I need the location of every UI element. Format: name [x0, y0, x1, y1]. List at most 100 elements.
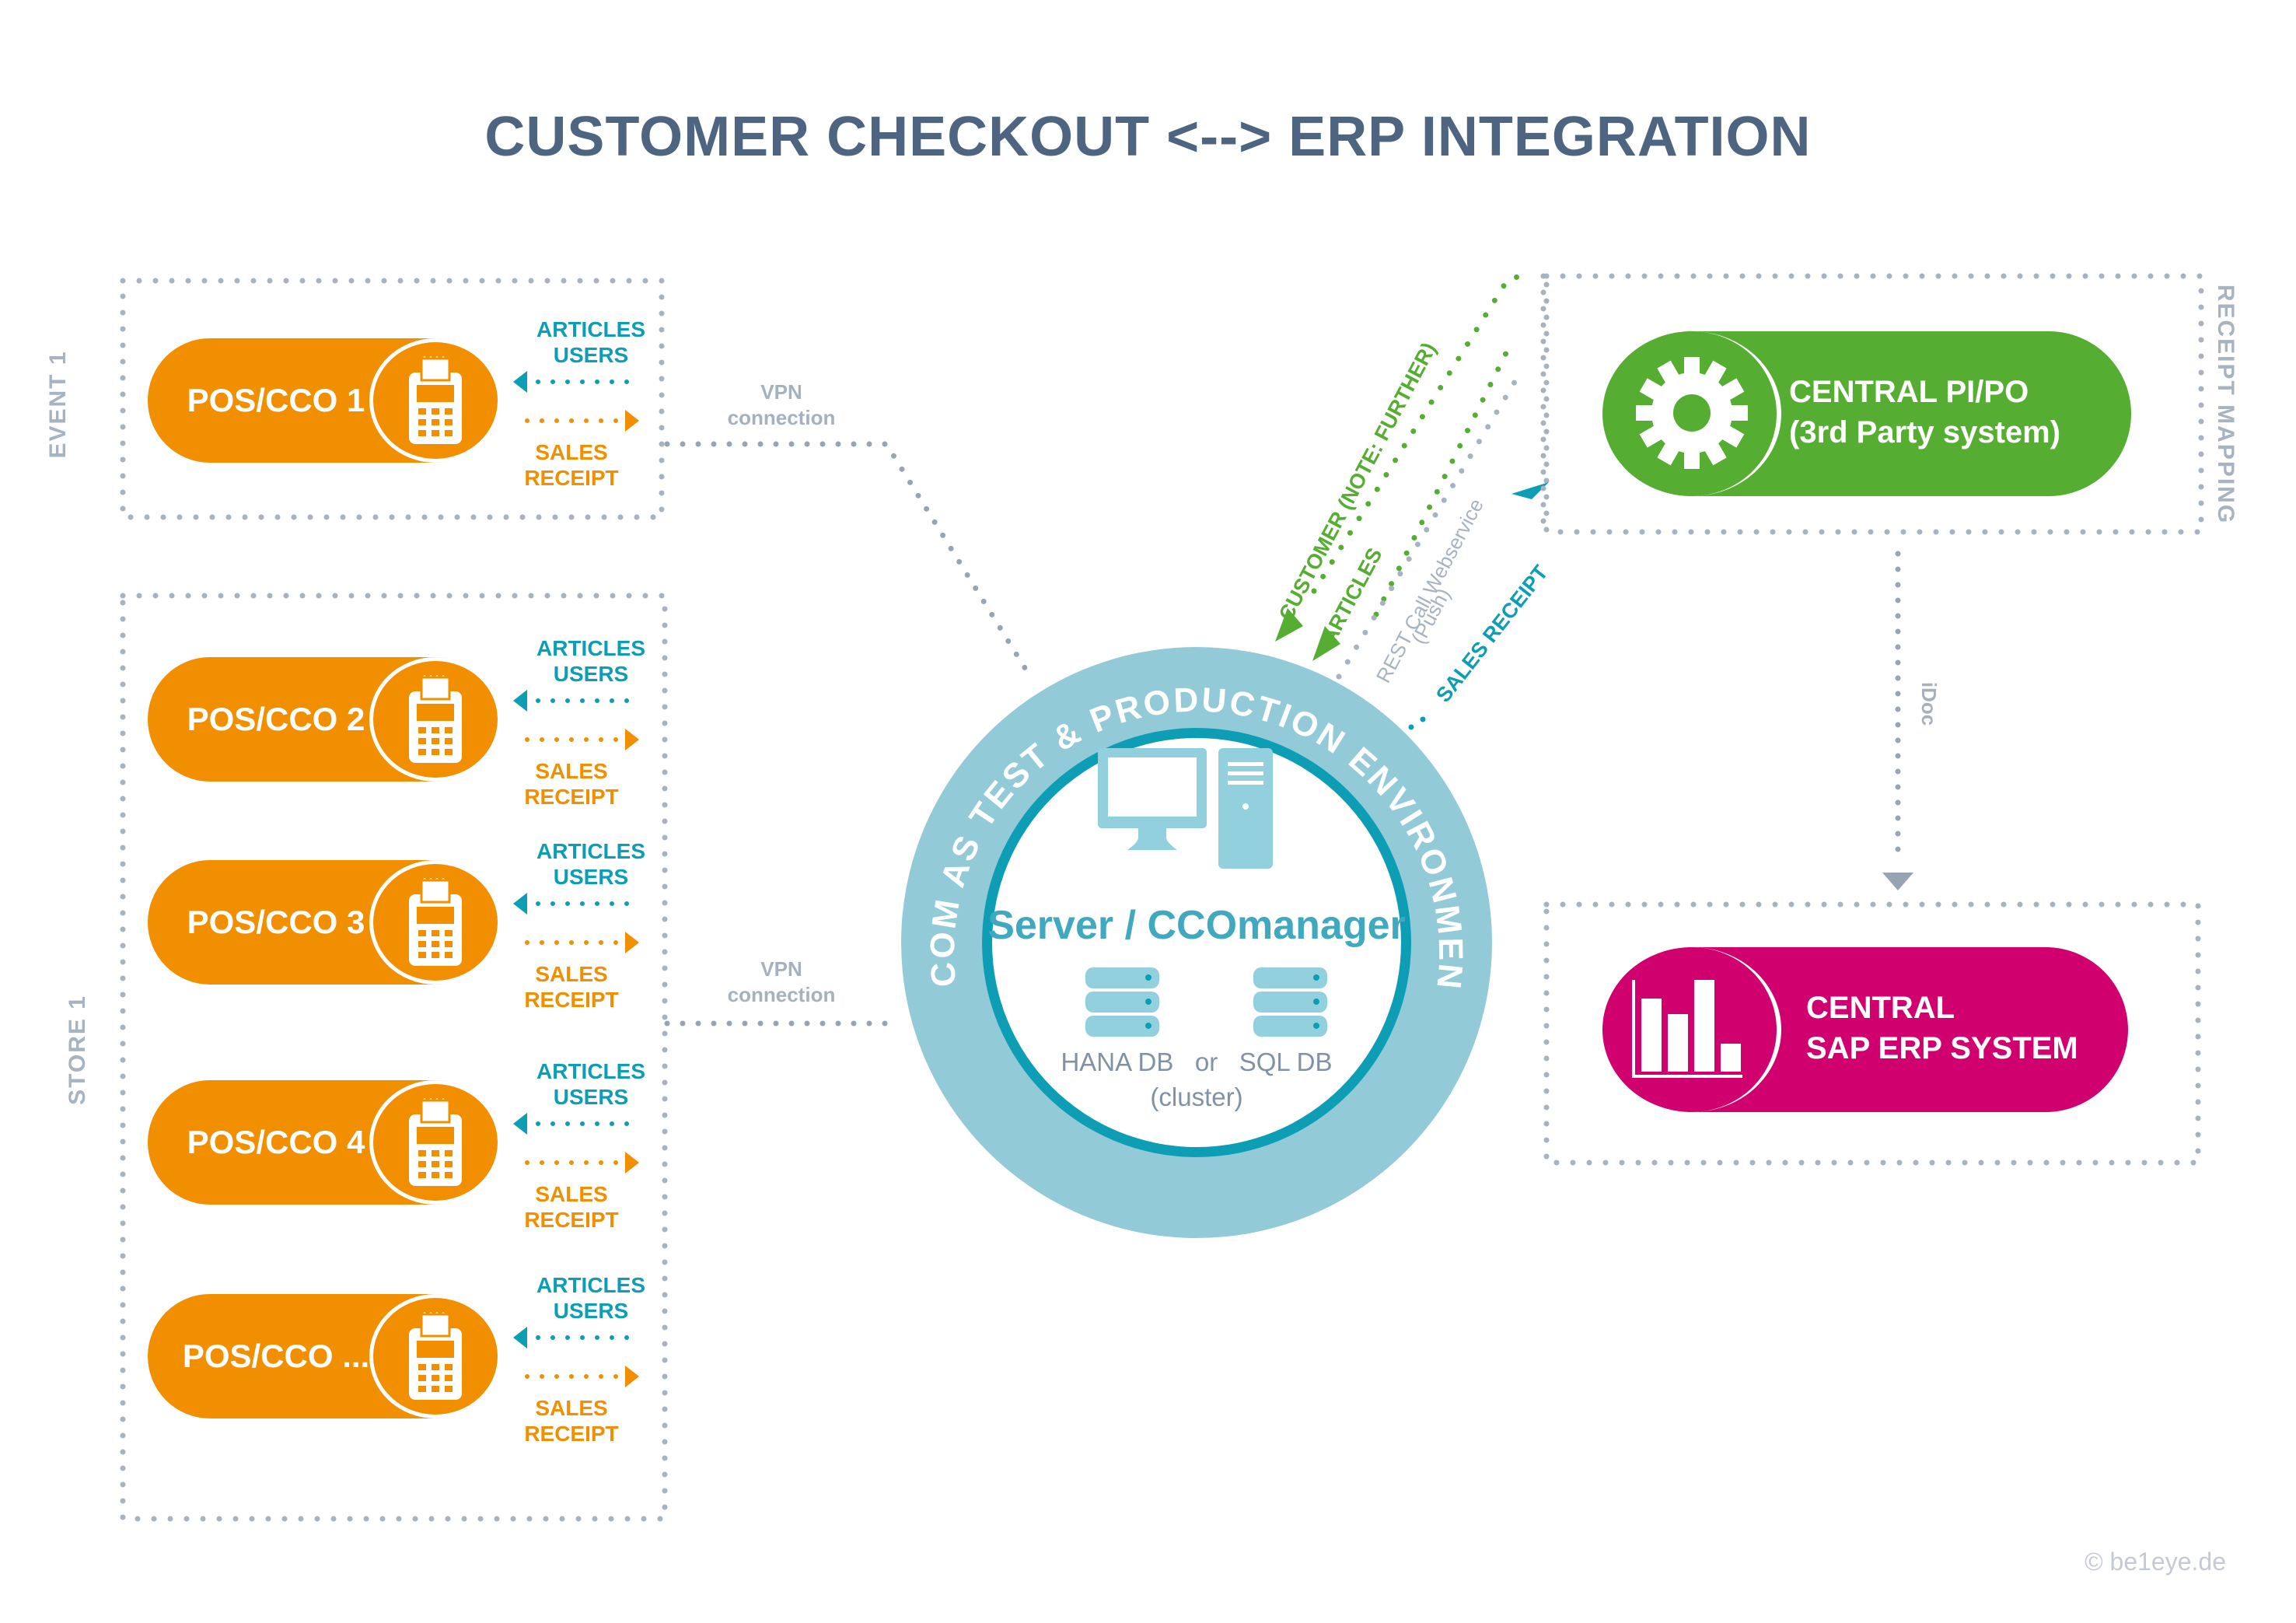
pos-disc	[369, 1294, 501, 1418]
inbound-flow-label-users: USERS	[553, 1085, 629, 1109]
inbound-flow-label: ARTICLES USERS	[525, 1058, 657, 1110]
vpn-bottom-label: VPN connection	[708, 957, 855, 1008]
hana-db-icon	[1085, 967, 1159, 1037]
pos-terminal-button[interactable]: POS/CCO 1	[148, 338, 501, 463]
pos-terminal-label: POS/CCO 2	[187, 701, 365, 737]
customer-arrow-icon	[1275, 608, 1303, 642]
pos-terminal-button[interactable]: POS/CCO 2	[148, 657, 501, 782]
inbound-flow-label: ARTICLES USERS	[525, 838, 657, 890]
server-title: Server / CCOmanager	[987, 903, 1406, 948]
store-group-label: STORE 1	[65, 995, 90, 1105]
idoc-arrow-icon	[1882, 873, 1913, 890]
outbound-flow-label-sales: SALES	[535, 1396, 608, 1420]
db-cluster-note: (cluster)	[1150, 1083, 1242, 1111]
central-pipo-node[interactable]: CENTRAL PI/PO (3rd Party system)	[1602, 331, 2131, 496]
vpn-top-label-line2: connection	[727, 406, 836, 429]
inbound-arrow-icon	[513, 1327, 527, 1348]
pos-terminal-label: POS/CCO 4	[187, 1124, 365, 1160]
articles-arrow-icon	[1312, 626, 1340, 661]
central-erp-node[interactable]: CENTRAL SAP ERP SYSTEM	[1602, 947, 2128, 1112]
pos-flow-arrows	[513, 371, 639, 432]
pipo-title: CENTRAL PI/PO	[1789, 375, 2029, 409]
receipt-mapping-label: RECEIPT MAPPING	[2213, 284, 2238, 525]
copyright-footer: © be1eye.de	[2085, 1548, 2226, 1576]
inbound-flow-label-users: USERS	[553, 343, 629, 367]
pos-terminal-button[interactable]: POS/CCO ...	[148, 1294, 501, 1418]
outbound-flow-label-sales: SALES	[535, 1182, 608, 1206]
sql-db-icon	[1253, 967, 1327, 1037]
outbound-arrow-icon	[625, 729, 639, 750]
outbound-flow-label: SALES RECEIPT	[513, 961, 630, 1013]
inbound-flow-label-users: USERS	[553, 865, 629, 889]
vpn-top-connector	[664, 441, 1033, 680]
pos-flow-arrows	[513, 1113, 639, 1174]
pos-flow-arrows	[513, 893, 639, 953]
pos-flow-arrows	[513, 690, 639, 750]
db-options: HANA DB or SQL DB	[1061, 1048, 1332, 1076]
pos-terminal-icon	[409, 1098, 462, 1186]
inbound-arrow-icon	[513, 690, 527, 712]
sales-receipt-flow-line	[1408, 716, 1426, 730]
erp-title: CENTRAL	[1806, 991, 1955, 1025]
inbound-flow-label: ARTICLES USERS	[525, 317, 657, 368]
customer-flow-line	[1311, 273, 1527, 594]
idoc-label: iDoc	[1917, 682, 1941, 726]
vpn-bottom-label-line1: VPN	[760, 957, 802, 981]
rest-call-line	[1336, 376, 1519, 680]
erp-group-box	[1543, 901, 2201, 1166]
inbound-flow-label-articles: ARTICLES	[536, 1273, 645, 1297]
outbound-arrow-icon	[625, 1366, 639, 1387]
sales-receipt-arrow-icon	[1511, 482, 1549, 499]
pipo-label: CENTRAL PI/PO (3rd Party system)	[1789, 372, 2060, 453]
vpn-bottom-label-line2: connection	[727, 983, 836, 1006]
inbound-arrow-icon	[513, 371, 527, 393]
outbound-flow-label-receipt: RECEIPT	[524, 785, 619, 809]
outbound-flow-label-receipt: RECEIPT	[524, 1208, 619, 1232]
server-ring: CCOM AS TEST & PRODUCTION ENVIRONMENT	[888, 617, 1492, 1238]
outbound-flow-label: SALES RECEIPT	[513, 1395, 630, 1446]
vpn-top-label: VPN connection	[708, 380, 855, 431]
pos-disc	[369, 1080, 501, 1205]
outbound-arrow-icon	[625, 932, 639, 953]
inbound-arrow-icon	[513, 1113, 527, 1135]
bar-chart-icon	[1632, 980, 1742, 1078]
inbound-flow-label-articles: ARTICLES	[536, 636, 645, 660]
outbound-flow-label-sales: SALES	[535, 759, 608, 783]
pos-disc	[369, 338, 501, 463]
inbound-flow-label-users: USERS	[553, 662, 629, 686]
outbound-flow-label-receipt: RECEIPT	[524, 988, 619, 1012]
inbound-arrow-icon	[513, 893, 527, 915]
erp-subtitle: SAP ERP SYSTEM	[1806, 1031, 2078, 1065]
pos-terminal-button[interactable]: POS/CCO 3	[148, 860, 501, 985]
pos-terminal-icon	[409, 675, 462, 763]
outbound-flow-label: SALES RECEIPT	[513, 758, 630, 810]
inbound-flow-label-articles: ARTICLES	[536, 317, 645, 341]
vpn-top-label-line1: VPN	[760, 380, 802, 404]
pos-flow-arrows	[513, 1327, 639, 1387]
pipo-subtitle: (3rd Party system)	[1789, 415, 2061, 449]
server-environment[interactable]: CCOM AS TEST & PRODUCTION ENVIRONMENT	[888, 617, 1492, 1238]
outbound-flow-label: SALES RECEIPT	[513, 439, 630, 491]
pos-terminal-icon	[409, 356, 462, 444]
outbound-flow-label-sales: SALES	[535, 440, 608, 464]
inbound-flow-label-articles: ARTICLES	[536, 1059, 645, 1083]
gear-icon	[1636, 357, 1748, 469]
pos-terminal-icon	[409, 878, 462, 966]
pos-terminal-button[interactable]: POS/CCO 4	[148, 1080, 501, 1205]
page-title: CUSTOMER CHECKOUT <--> ERP INTEGRATION	[484, 106, 1812, 168]
outbound-flow-label-receipt: RECEIPT	[524, 1422, 619, 1446]
inbound-flow-label-users: USERS	[553, 1299, 629, 1323]
monitor-icon	[1098, 748, 1207, 850]
outbound-arrow-icon	[625, 1152, 639, 1174]
pos-terminal-label: POS/CCO 1	[187, 382, 365, 418]
pos-disc	[369, 657, 501, 782]
pos-terminal-label: POS/CCO ...	[182, 1338, 370, 1374]
store-group-box	[120, 593, 668, 1522]
event-group-box	[120, 278, 665, 520]
outbound-flow-label: SALES RECEIPT	[513, 1181, 630, 1233]
outbound-flow-label-receipt: RECEIPT	[524, 466, 619, 490]
event-group-label: EVENT 1	[45, 350, 71, 459]
erp-label: CENTRAL SAP ERP SYSTEM	[1806, 988, 2078, 1069]
pos-terminal-label: POS/CCO 3	[187, 904, 365, 940]
